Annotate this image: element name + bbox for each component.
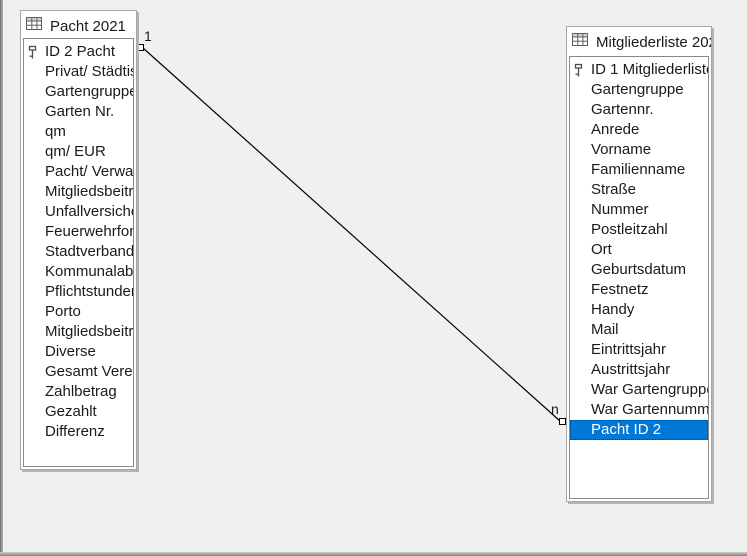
field-row[interactable]: Kommunalabgabe	[24, 262, 133, 282]
field-row[interactable]: Diverse	[24, 342, 133, 362]
field-row[interactable]: Zahlbetrag	[24, 382, 133, 402]
table-title-bar[interactable]: Pacht 2021	[21, 11, 136, 39]
field-row[interactable]: Stadtverband	[24, 242, 133, 262]
field-row[interactable]: Familienname	[570, 160, 708, 180]
field-row[interactable]: Gartennr.	[570, 100, 708, 120]
field-label: Familienname	[591, 161, 686, 178]
field-label: Kommunalabgabe	[45, 263, 133, 280]
field-label: Gartennr.	[591, 101, 654, 118]
field-row[interactable]: ID 2 Pacht	[24, 42, 133, 62]
field-label: Pacht ID 2	[591, 421, 662, 438]
field-label: Handy	[591, 301, 635, 318]
table-title-label: Mitgliederliste 202	[596, 33, 711, 51]
table-grid-icon	[26, 17, 43, 35]
field-label: Mail	[591, 321, 619, 338]
canvas-bottom-edge	[0, 552, 747, 556]
field-label: Garten Nr.	[45, 103, 115, 120]
table-grid-icon	[572, 33, 589, 51]
field-label: Geburtsdatum	[591, 261, 687, 278]
field-label: Gartengruppe	[591, 81, 684, 98]
table-title-label: Pacht 2021	[50, 17, 126, 35]
field-row[interactable]: Gartengruppe	[570, 80, 708, 100]
field-row[interactable]: Garten Nr.	[24, 102, 133, 122]
field-label: Austrittsjahr	[591, 361, 671, 378]
field-row[interactable]: Porto	[24, 302, 133, 322]
field-row[interactable]: qm/ EUR	[24, 142, 133, 162]
field-label: Diverse	[45, 343, 96, 360]
relationship-anchor-right[interactable]	[559, 418, 566, 425]
field-row[interactable]: Ort	[570, 240, 708, 260]
field-label: Unfallversicherung	[45, 203, 133, 220]
field-row[interactable]: Geburtsdatum	[570, 260, 708, 280]
field-row[interactable]: Festnetz	[570, 280, 708, 300]
relationship-anchor-left[interactable]	[137, 44, 144, 51]
primary-key-icon	[574, 63, 591, 78]
field-row[interactable]: Postleitzahl	[570, 220, 708, 240]
field-label: Feuerwehrfonds	[45, 223, 133, 240]
field-row[interactable]: Pflichtstunden	[24, 282, 133, 302]
field-label: Zahlbetrag	[45, 383, 117, 400]
field-label: Nummer	[591, 201, 649, 218]
field-row[interactable]: Handy	[570, 300, 708, 320]
field-label: Pflichtstunden	[45, 283, 133, 300]
field-label: Gartengruppe	[45, 83, 133, 100]
relationship-line[interactable]	[142, 47, 561, 422]
field-label: Vorname	[591, 141, 652, 158]
field-label: War Gartennummer	[591, 401, 708, 418]
primary-key-icon	[28, 45, 45, 60]
field-row[interactable]: Privat/ Städtisch	[24, 62, 133, 82]
field-row[interactable]: Mitgliedsbeitrag	[24, 322, 133, 342]
table-title-bar[interactable]: Mitgliederliste 202	[567, 27, 711, 55]
cardinality-label-one: 1	[144, 28, 152, 44]
field-row[interactable]: Mail	[570, 320, 708, 340]
field-row[interactable]: Austrittsjahr	[570, 360, 708, 380]
field-label: Mitgliedsbeitrag	[45, 323, 133, 340]
field-row[interactable]: Gezahlt	[24, 402, 133, 422]
canvas-left-edge	[0, 0, 3, 556]
field-label: Privat/ Städtisch	[45, 63, 133, 80]
table-window-mitgliederliste[interactable]: Mitgliederliste 202 ID 1 Mitgliederliste…	[566, 26, 712, 502]
field-row[interactable]: Eintrittsjahr	[570, 340, 708, 360]
field-row[interactable]: Vorname	[570, 140, 708, 160]
field-row[interactable]: Straße	[570, 180, 708, 200]
field-label: Postleitzahl	[591, 221, 668, 238]
field-label: Stadtverband	[45, 243, 133, 260]
field-row[interactable]: Mitgliedsbeitrag	[24, 182, 133, 202]
field-label: Eintrittsjahr	[591, 341, 667, 358]
field-row[interactable]: War Gartengruppe	[570, 380, 708, 400]
field-row[interactable]: Pacht/ Verwaltung	[24, 162, 133, 182]
field-row[interactable]: War Gartennummer	[570, 400, 708, 420]
field-label: qm/ EUR	[45, 143, 106, 160]
cardinality-label-n: n	[551, 401, 559, 417]
field-row[interactable]: Differenz	[24, 422, 133, 442]
field-row[interactable]: Anrede	[570, 120, 708, 140]
field-label: Mitgliedsbeitrag	[45, 183, 133, 200]
field-label: Gesamt Vereinsbeitrag	[45, 363, 133, 380]
field-label: War Gartengruppe	[591, 381, 708, 398]
field-row[interactable]: qm	[24, 122, 133, 142]
field-label: Gezahlt	[45, 403, 97, 420]
field-label: qm	[45, 123, 66, 140]
field-row[interactable]: Gesamt Vereinsbeitrag	[24, 362, 133, 382]
field-row[interactable]: Feuerwehrfonds	[24, 222, 133, 242]
field-row[interactable]: Gartengruppe	[24, 82, 133, 102]
field-label: Pacht/ Verwaltung	[45, 163, 133, 180]
field-row[interactable]: ID 1 Mitgliederliste	[570, 60, 708, 80]
field-row[interactable]: Unfallversicherung	[24, 202, 133, 222]
field-label: Porto	[45, 303, 81, 320]
field-row[interactable]: Pacht ID 2	[570, 420, 708, 440]
field-label: Straße	[591, 181, 637, 198]
field-label: Ort	[591, 241, 612, 258]
field-label: Festnetz	[591, 281, 649, 298]
field-row[interactable]: Nummer	[570, 200, 708, 220]
field-label: ID 1 Mitgliederliste	[591, 61, 708, 78]
field-label: ID 2 Pacht	[45, 43, 116, 60]
field-label: Anrede	[591, 121, 640, 138]
field-label: Differenz	[45, 423, 105, 440]
